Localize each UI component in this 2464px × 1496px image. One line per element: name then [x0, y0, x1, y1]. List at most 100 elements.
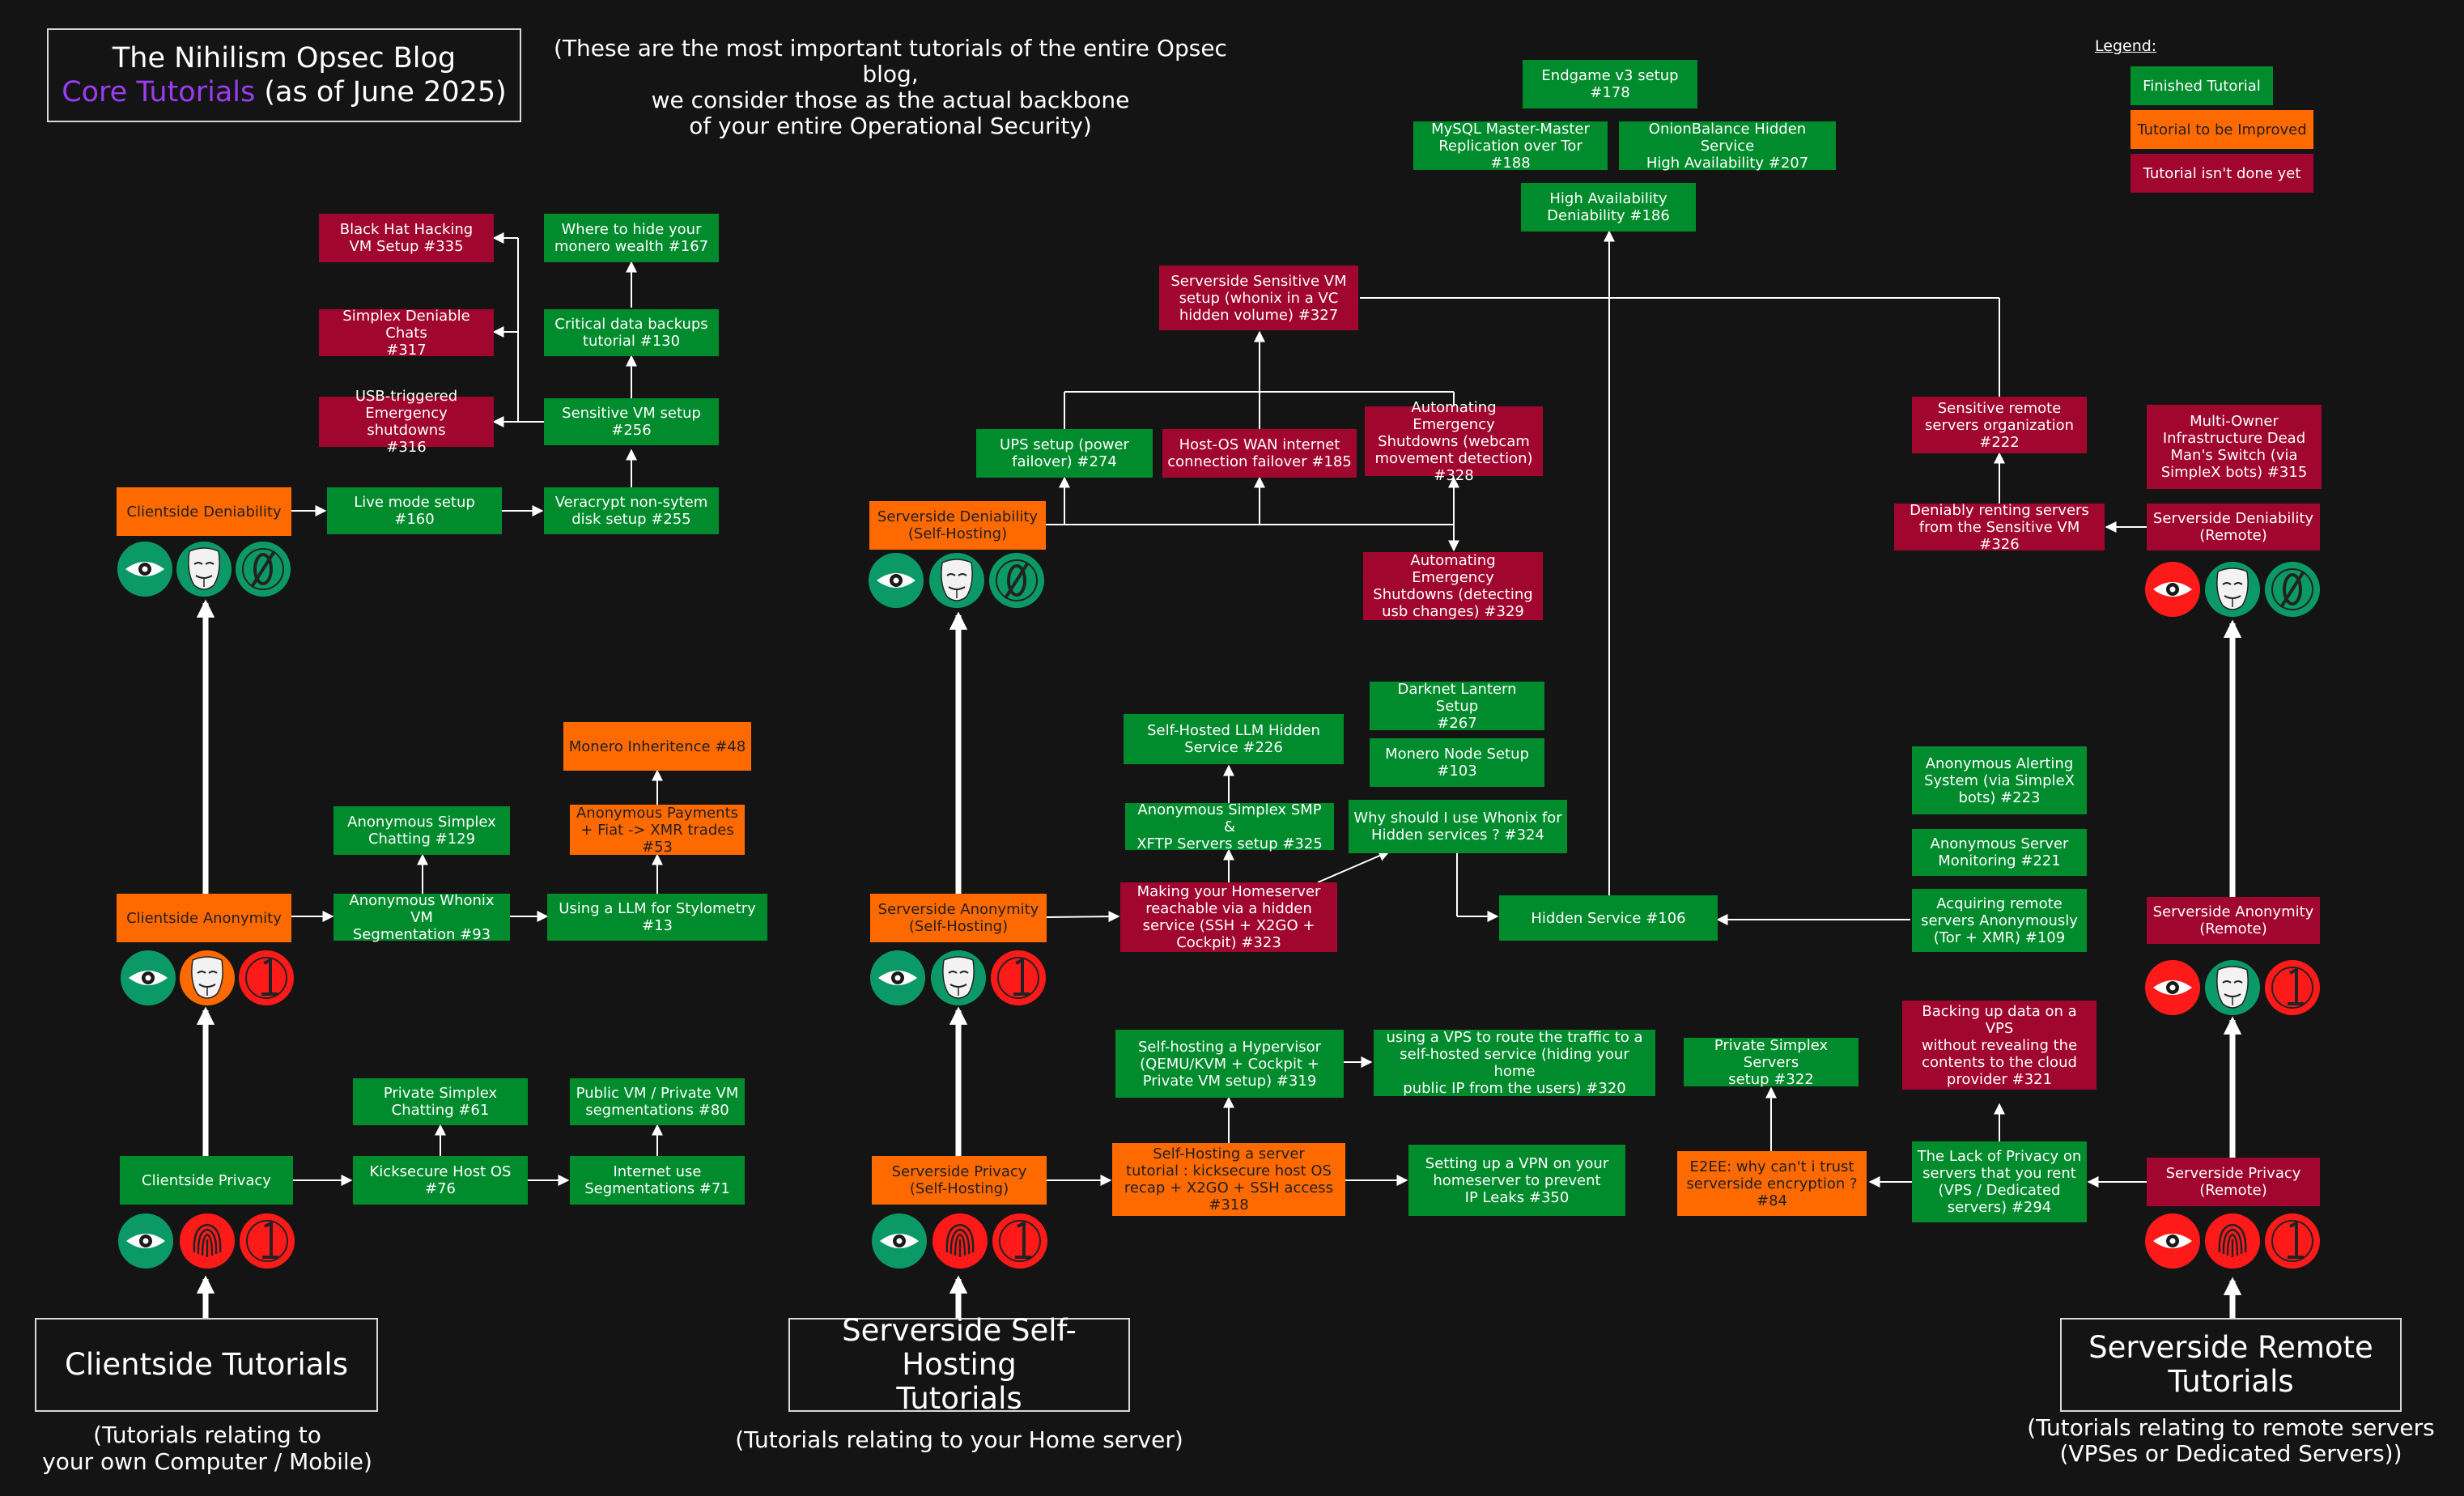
eye-icon — [118, 1213, 173, 1269]
node-endgame-178[interactable]: Endgame v3 setup #178 — [1523, 60, 1697, 108]
node-usb-shutdown-329[interactable]: Automating Emergency Shutdowns (detectin… — [1363, 552, 1543, 620]
node-black-hat-335[interactable]: Black Hat Hacking VM Setup #335 — [319, 214, 494, 262]
anonymous-mask-icon — [929, 553, 984, 608]
node-clientside-deniability[interactable]: Clientside Deniability — [117, 487, 291, 536]
node-hidden-323[interactable]: Making your Homeserver reachable via a h… — [1120, 882, 1337, 952]
node-e2ee-84[interactable]: E2EE: why can't i trust serverside encry… — [1677, 1151, 1867, 1216]
eye-icon — [869, 553, 924, 608]
node-kicksecure-76[interactable]: Kicksecure Host OS #76 — [353, 1156, 528, 1205]
core-tutorials-accent: Core Tutorials — [62, 76, 256, 108]
node-simplex-deniable-317[interactable]: Simplex Deniable Chats #317 — [319, 308, 494, 359]
section-clientside-desc: (Tutorials relating to your own Computer… — [42, 1422, 372, 1475]
node-llm-226[interactable]: Self-Hosted LLM Hidden Service #226 — [1124, 714, 1344, 764]
section-remote-desc: (Tutorials relating to remote servers (V… — [2027, 1414, 2435, 1467]
node-hidden-service-106[interactable]: Hidden Service #106 — [1499, 895, 1718, 941]
node-simplex-61[interactable]: Private Simplex Chatting #61 — [353, 1078, 528, 1125]
eye-icon — [872, 1213, 927, 1269]
node-whonix-324[interactable]: Why should I use Whonix for Hidden servi… — [1349, 800, 1567, 853]
node-clientside-anonymity[interactable]: Clientside Anonymity — [117, 894, 291, 942]
blog-title-box: The Nihilism Opsec Blog Core Tutorials (… — [47, 28, 521, 122]
legend-improve: Tutorial to be Improved — [2131, 110, 2313, 149]
section-selfhost-title: Serverside Self-Hosting Tutorials — [788, 1314, 1130, 1416]
node-lack-privacy-294[interactable]: The Lack of Privacy on servers that you … — [1912, 1141, 2087, 1222]
one-icon — [2265, 960, 2320, 1015]
node-veracrypt-255[interactable]: Veracrypt non-sytem disk setup #255 — [544, 487, 719, 534]
node-ha-deniability-186[interactable]: High Availability Deniability #186 — [1521, 183, 1696, 232]
eye-icon — [2145, 960, 2200, 1015]
node-live-mode-160[interactable]: Live mode setup #160 — [327, 487, 502, 534]
node-monitoring-221[interactable]: Anonymous Server Monitoring #221 — [1912, 829, 2087, 876]
node-lantern-267[interactable]: Darknet Lantern Setup #267 — [1370, 681, 1544, 732]
null-icon — [236, 542, 291, 597]
node-serverside-svm-327[interactable]: Serverside Sensitive VM setup (whonix in… — [1159, 266, 1358, 330]
node-backups-130[interactable]: Critical data backups tutorial #130 — [544, 309, 719, 356]
node-wan-failover-185[interactable]: Host-OS WAN internet connection failover… — [1162, 429, 1357, 478]
node-simplex-servers-322[interactable]: Private Simplex Servers setup #322 — [1684, 1037, 1859, 1088]
null-icon — [989, 553, 1044, 608]
node-alerting-223[interactable]: Anonymous Alerting System (via SimpleX b… — [1912, 746, 2087, 814]
node-serverside-privacy-remote[interactable]: Serverside Privacy (Remote) — [2147, 1158, 2320, 1206]
fingerprint-icon — [932, 1213, 988, 1269]
node-hypervisor-319[interactable]: Self-hosting a Hypervisor (QEMU/KVM + Co… — [1115, 1030, 1344, 1098]
anonymous-mask-icon — [2205, 562, 2260, 617]
node-sensitive-vm-256[interactable]: Sensitive VM setup #256 — [544, 398, 719, 445]
null-icon — [2265, 562, 2320, 617]
node-clientside-privacy[interactable]: Clientside Privacy — [120, 1156, 293, 1205]
legend-title: Legend: — [2095, 37, 2157, 55]
node-simplex-129[interactable]: Anonymous Simplex Chatting #129 — [333, 806, 510, 855]
node-hide-monero-167[interactable]: Where to hide your monero wealth #167 — [544, 214, 719, 262]
legend-todo: Tutorial isn't done yet — [2131, 154, 2313, 193]
legend-finished: Finished Tutorial — [2131, 66, 2273, 105]
header-description: (These are the most important tutorials … — [554, 35, 1227, 139]
anonymous-mask-icon — [180, 950, 235, 1005]
node-dead-mans-switch-315[interactable]: Multi-Owner Infrastructure Dead Man's Sw… — [2147, 405, 2322, 489]
node-llm-13[interactable]: Using a LLM for Stylometry #13 — [547, 894, 767, 941]
node-remote-org-222[interactable]: Sensitive remote servers organization #2… — [1912, 397, 2087, 453]
eye-icon — [870, 950, 925, 1005]
node-vps-route-320[interactable]: using a VPS to route the traffic to a se… — [1374, 1029, 1655, 1097]
one-icon — [992, 1213, 1047, 1269]
eye-icon — [117, 542, 172, 597]
node-serverside-anonymity-selfhost[interactable]: Serverside Anonymity (Self-Hosting) — [870, 894, 1047, 942]
title-date: (as of June 2025) — [255, 76, 507, 108]
node-acquire-servers-109[interactable]: Acquiring remote servers Anonymously (To… — [1912, 889, 2087, 952]
node-serverside-deniability-remote[interactable]: Serverside Deniability (Remote) — [2147, 504, 2320, 550]
node-inheritence-48[interactable]: Monero Inheritence #48 — [563, 722, 751, 771]
blog-title: The Nihilism Opsec Blog — [112, 42, 457, 74]
one-icon — [2265, 1213, 2320, 1269]
eye-icon — [2145, 1213, 2200, 1269]
one-icon — [239, 950, 294, 1005]
node-internet-71[interactable]: Internet use Segmentations #71 — [570, 1156, 745, 1205]
section-clientside-title: Clientside Tutorials — [35, 1318, 378, 1412]
anonymous-mask-icon — [2205, 960, 2260, 1015]
eye-icon — [2145, 562, 2200, 617]
one-icon — [991, 950, 1046, 1005]
node-deniably-rent-326[interactable]: Deniably renting servers from the Sensit… — [1894, 502, 2105, 553]
section-selfhost-desc: (Tutorials relating to your Home server) — [735, 1426, 1183, 1453]
node-selfhost-318[interactable]: Self-Hosting a server tutorial : kicksec… — [1112, 1143, 1345, 1216]
section-remote-title: Serverside Remote Tutorials — [2060, 1318, 2402, 1412]
node-ups-274[interactable]: UPS setup (power failover) #274 — [976, 429, 1153, 478]
node-webcam-shutdown-328[interactable]: Automating Emergency Shutdowns (webcam m… — [1365, 399, 1543, 484]
anonymous-mask-icon — [931, 950, 986, 1005]
fingerprint-icon — [180, 1213, 235, 1269]
node-onionbalance-207[interactable]: OnionBalance Hidden Service High Availab… — [1619, 121, 1836, 172]
eye-icon — [121, 950, 176, 1005]
node-serverside-anonymity-remote[interactable]: Serverside Anonymity (Remote) — [2147, 897, 2320, 944]
blog-subtitle-line: Core Tutorials (as of June 2025) — [62, 75, 507, 109]
node-whonix-93[interactable]: Anonymous Whonix VM Segmentation #93 — [333, 892, 510, 943]
node-serverside-deniability-selfhost[interactable]: Serverside Deniability (Self-Hosting) — [869, 501, 1046, 550]
node-payments-53[interactable]: Anonymous Payments + Fiat -> XMR trades … — [570, 805, 745, 856]
node-monero-103[interactable]: Monero Node Setup #103 — [1370, 738, 1544, 787]
anonymous-mask-icon — [176, 542, 232, 597]
node-backup-vps-321[interactable]: Backing up data on a VPS without reveali… — [1902, 1001, 2097, 1090]
fingerprint-icon — [2205, 1213, 2260, 1269]
node-vpn-350[interactable]: Setting up a VPN on your homeserver to p… — [1408, 1145, 1625, 1216]
node-mysql-188[interactable]: MySQL Master-Master Replication over Tor… — [1413, 121, 1608, 172]
node-serverside-privacy-selfhost[interactable]: Serverside Privacy (Self-Hosting) — [872, 1156, 1047, 1205]
node-simplex-smp-325[interactable]: Anonymous Simplex SMP & XFTP Servers set… — [1125, 801, 1334, 852]
node-public-vm-80[interactable]: Public VM / Private VM segmentations #80 — [570, 1078, 745, 1125]
node-usb-shutdown-316[interactable]: USB-triggered Emergency shutdowns #316 — [319, 388, 494, 456]
one-icon — [240, 1213, 295, 1269]
